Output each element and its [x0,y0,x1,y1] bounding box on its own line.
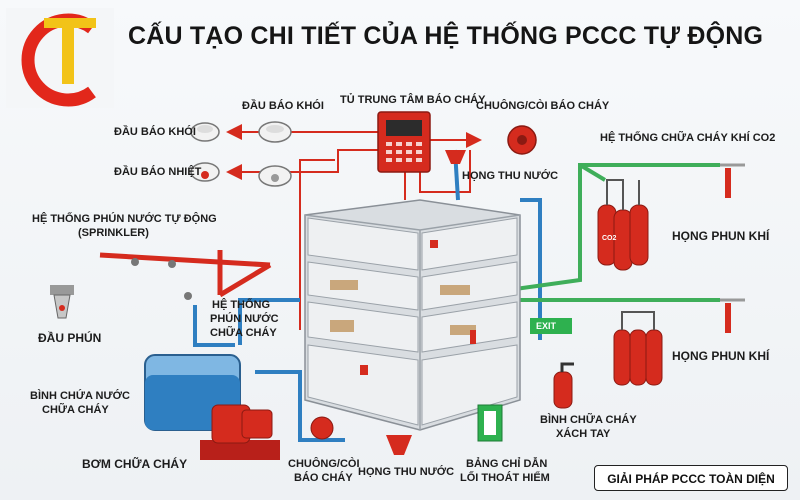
gas-nozzle-icon [720,298,745,333]
label-extinguisher-2: XÁCH TAY [556,428,611,440]
gas-nozzle-icon [720,163,745,198]
label-bell-top: CHUÔNG/CÒI BÁO CHÁY [476,100,610,112]
label-smoke-detector-left: ĐẦU BÁO KHÓI [114,126,196,138]
co2-pipes [507,163,720,302]
hydrant-icon [386,435,412,455]
label-building-sprinkler-3: CHỮA CHÁY [210,327,277,339]
label-bell-bottom-2: BÁO CHÁY [294,472,353,484]
sprinkler-head-icon [50,285,74,319]
label-sprinkler-system: HỆ THỐNG PHÚN NƯỚC TỰ ĐỘNG [32,213,217,225]
heat-detector-icon [190,162,220,182]
page-title: CẤU TẠO CHI TIẾT CỦA HỆ THỐNG PCCC TỰ ĐỘ… [128,22,764,50]
label-building-sprinkler-1: HỆ THỐNG [212,299,271,311]
exit-sign-icon [477,404,503,442]
smoke-detector-icon [258,121,292,143]
building [304,199,521,431]
label-hydrant-top: HỌNG THU NƯỚC [462,170,559,182]
logo [6,8,114,108]
label-water-tank-2: CHỮA CHÁY [42,404,109,416]
exit-sign-icon [530,318,572,334]
label-smoke-detector-top: ĐẦU BÁO KHÓI [242,100,324,112]
fire-extinguisher-icon [553,362,574,409]
sprinkler-pipe [99,250,272,300]
bell-icon [507,125,537,155]
label-extinguisher-1: BÌNH CHỮA CHÁY [540,414,637,426]
label-co2-nozzle-2: HỌNG PHUN KHÍ [672,349,770,363]
label-sprinkler-system-sub: (SPRINKLER) [78,227,149,239]
label-hydrant-bottom: HỌNG THU NƯỚC [358,466,455,478]
heat-detector-icon [258,165,292,187]
exit-text: EXIT [536,321,557,331]
smoke-detector-icon [190,122,220,142]
label-exit-sign-1: BẢNG CHỈ DẪN [466,458,548,470]
hydrant-icon [445,150,466,164]
label-water-tank-1: BÌNH CHỨA NƯỚC [30,390,130,402]
co2-cylinder-label: CO2 [602,235,617,242]
label-exit-sign-2: LỐI THOÁT HIỂM [460,472,550,484]
label-heat-detector: ĐẦU BÁO NHIỆT [114,166,202,178]
label-pump: BƠM CHỮA CHÁY [82,457,188,471]
bell-icon [310,416,334,440]
fire-panel-icon [377,111,431,173]
label-co2-system: HỆ THỐNG CHỮA CHÁY KHÍ CO2 [600,132,776,144]
footer-banner: GIẢI PHÁP PCCC TOÀN DIỆN [594,465,788,491]
label-bell-bottom-1: CHUÔNG/CÒI [288,458,360,470]
label-building-sprinkler-2: PHÚN NƯỚC [210,313,279,325]
label-central-panel: TỦ TRUNG TÂM BÁO CHÁY [340,94,486,106]
co2-cylinder-icon [613,311,663,386]
co2-cylinder-icon [597,179,649,271]
label-sprinkler-head: ĐẦU PHÚN [38,331,102,345]
pump-icon [200,404,280,460]
label-co2-nozzle-1: HỌNG PHUN KHÍ [672,229,770,243]
